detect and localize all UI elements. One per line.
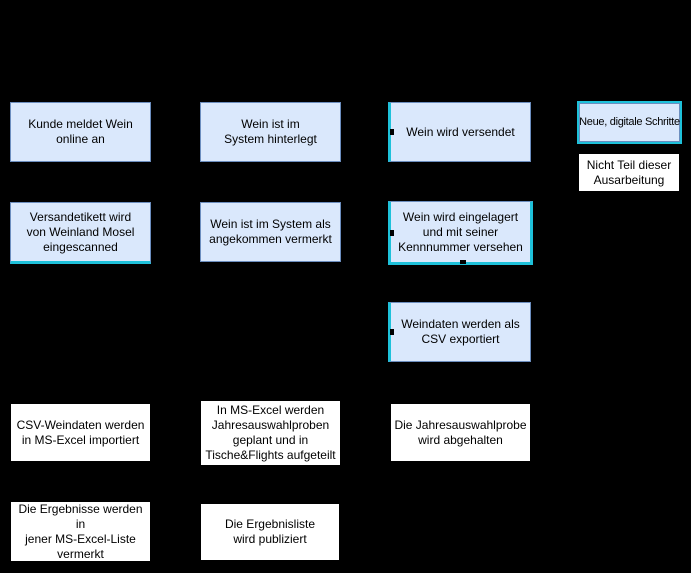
- flow-node-wein-wird-versendet[interactable]: Wein wird versendet: [388, 102, 531, 162]
- arrowhead-mark: [390, 230, 394, 236]
- node-label: Die Jahresauswahlprobe wird abgehalten: [394, 417, 527, 447]
- flow-node-wein-wird-eingelagert[interactable]: Wein wird eingelagert und mit seiner Ken…: [388, 201, 533, 265]
- flow-node-kunde-meldet-wein[interactable]: Kunde meldet Wein online an: [10, 102, 151, 162]
- node-label: Wein ist im System als angekommen vermer…: [209, 217, 332, 246]
- node-label: Versandetikett wird von Weinland Mosel e…: [26, 209, 135, 254]
- flow-node-ergebnisliste-publiziert[interactable]: Die Ergebnisliste wird publiziert: [200, 503, 340, 561]
- flow-node-excel-jahresauswahlproben[interactable]: In MS-Excel werden Jahresauswahlproben g…: [200, 400, 341, 466]
- node-label: In MS-Excel werden Jahresauswahlproben g…: [205, 403, 336, 462]
- flow-node-jahresauswahlprobe-abgehalten[interactable]: Die Jahresauswahlprobe wird abgehalten: [390, 403, 531, 462]
- flow-node-versandetikett-eingescanned[interactable]: Versandetikett wird von Weinland Mosel e…: [10, 202, 151, 264]
- node-label: Wein ist im System hinterlegt: [224, 117, 317, 146]
- legend-label: Nicht Teil dieser Ausarbeitung: [586, 157, 672, 187]
- node-label: Die Ergebnisliste wird publiziert: [224, 517, 316, 546]
- node-label: Weindaten werden als CSV exportiert: [401, 317, 520, 346]
- legend-label: Neue, digitale Schritte: [579, 115, 680, 128]
- node-label: CSV-Weindaten werden in MS-Excel importi…: [16, 417, 145, 447]
- arrowhead-mark: [390, 129, 394, 135]
- legend-node-neue-digitale-schritte[interactable]: Neue, digitale Schritte: [577, 101, 682, 144]
- node-label: Wein wird versendet: [406, 124, 515, 139]
- legend-node-nicht-teil-dieser-ausarbeitung[interactable]: Nicht Teil dieser Ausarbeitung: [578, 153, 680, 192]
- flow-node-wein-im-system-hinterlegt[interactable]: Wein ist im System hinterlegt: [200, 102, 341, 162]
- node-label: Kunde meldet Wein online an: [28, 117, 133, 146]
- arrowhead-mark: [390, 329, 394, 335]
- node-label: Die Ergebnisse werden in jener MS-Excel-…: [18, 501, 143, 561]
- flow-node-csv-weindaten-importiert[interactable]: CSV-Weindaten werden in MS-Excel importi…: [10, 403, 151, 462]
- arrowhead-mark: [460, 260, 466, 264]
- flow-node-weindaten-csv-exportiert[interactable]: Weindaten werden als CSV exportiert: [388, 302, 531, 362]
- flow-node-wein-angekommen-vermerkt[interactable]: Wein ist im System als angekommen vermer…: [200, 202, 341, 262]
- node-label: Wein wird eingelagert und mit seiner Ken…: [398, 209, 523, 254]
- flow-node-ergebnisse-vermerkt[interactable]: Die Ergebnisse werden in jener MS-Excel-…: [10, 501, 151, 562]
